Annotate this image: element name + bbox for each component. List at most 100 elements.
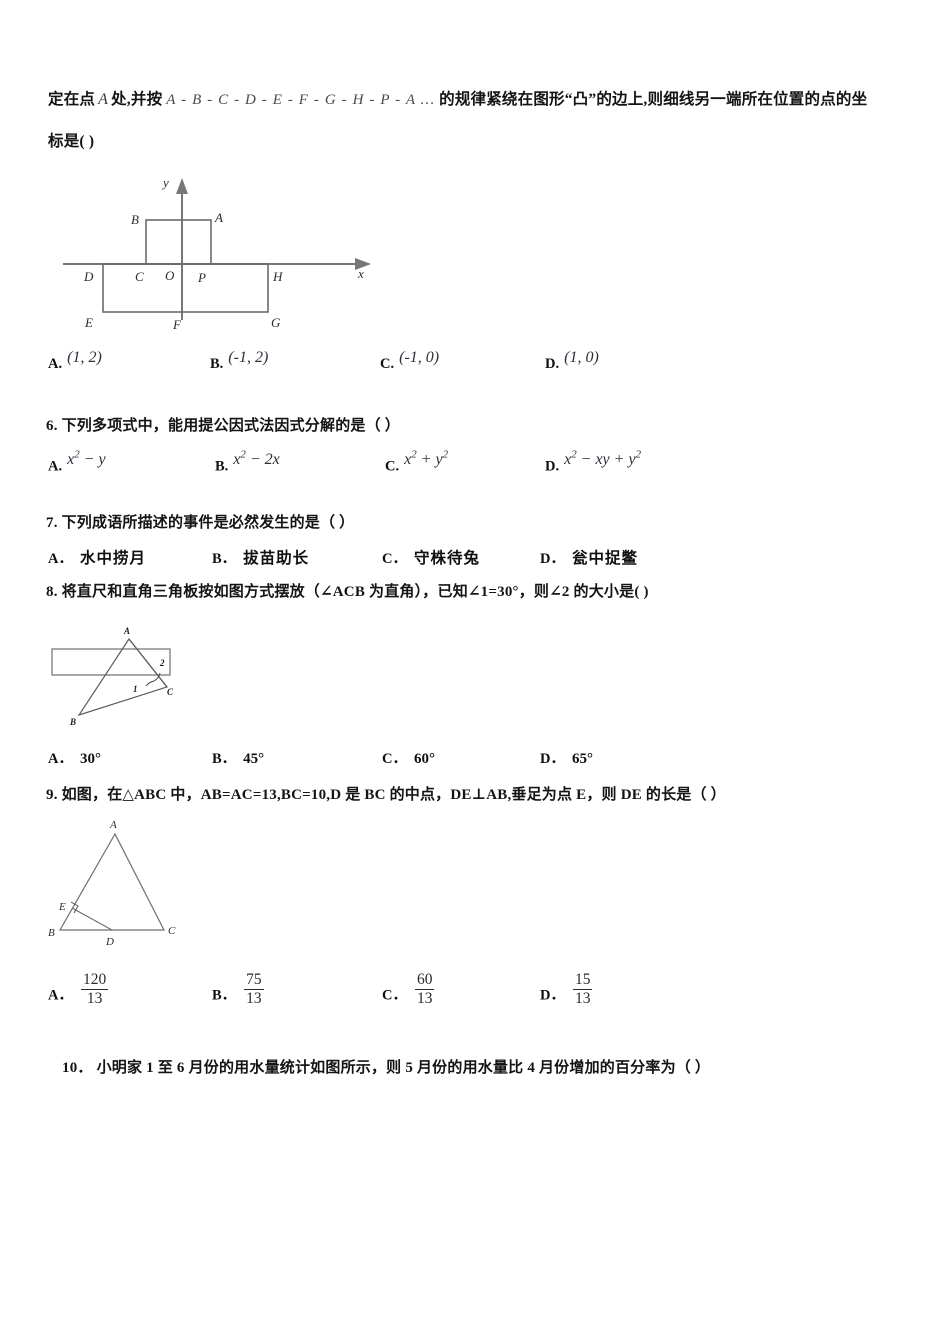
q8-option-d[interactable]: D． 65° bbox=[540, 747, 593, 768]
q8-stem: 8. 将直尺和直角三角板按如图方式摆放（∠ACB 为直角），已知∠1=30°，则… bbox=[46, 581, 649, 604]
q7-option-b[interactable]: B．拔苗助长 bbox=[212, 546, 309, 568]
q9-text: 如图，在△ABC 中，AB=AC=13,BC=10,D 是 BC 的中点，DE⊥… bbox=[61, 787, 726, 803]
q10-text: 小明家 1 至 6 月份的用水量统计如图所示，则 5 月份的用水量比 4 月份增… bbox=[96, 1060, 711, 1076]
q6-options: A.x2 − y B.x2 − 2x C.x2 + y2 D.x2 − xy +… bbox=[0, 449, 950, 489]
q7-option-a-value: 水中捞月 bbox=[79, 550, 146, 567]
q8-option-c-label: C． bbox=[382, 751, 407, 767]
q6-option-a[interactable]: A.x2 − y bbox=[48, 449, 106, 475]
q8-option-b[interactable]: B． 45° bbox=[212, 747, 264, 768]
q5-label-C: C bbox=[135, 269, 144, 284]
fraction-bar-icon bbox=[414, 989, 435, 991]
q5-label-A: A bbox=[214, 210, 223, 225]
q6-option-c-label: C. bbox=[385, 458, 400, 475]
q8-option-a-label: A． bbox=[48, 751, 73, 767]
q6-option-a-value: x2 − y bbox=[67, 449, 106, 469]
q6-stem: 6. 下列多项式中，能用提公因式法因式分解的是（ ） bbox=[46, 415, 400, 438]
q5-option-a-label: A. bbox=[48, 356, 63, 372]
q9-label-D: D bbox=[105, 936, 114, 947]
q5-sequence: A - B - C - D - E - F - G - H - P - A … bbox=[166, 92, 436, 108]
q8-option-a[interactable]: A．30° bbox=[48, 747, 101, 768]
q9-option-c-numerator: 60 bbox=[416, 971, 433, 988]
q9-option-d-denominator: 13 bbox=[574, 990, 591, 1008]
q8-option-b-value: 45° bbox=[243, 751, 265, 767]
q5-option-c-label: C. bbox=[380, 356, 395, 372]
q6-option-a-label: A. bbox=[48, 458, 63, 475]
q9-option-b-label: B． bbox=[212, 987, 237, 1004]
q5-label-P: P bbox=[197, 270, 206, 285]
q7-option-c[interactable]: C．守株待兔 bbox=[382, 546, 480, 568]
fraction-bar-icon bbox=[244, 989, 264, 991]
q5-rule: 的规律紧绕在图形“凸”的边上,则细线另一端所在位置的点的坐 bbox=[439, 91, 868, 108]
q7-option-b-value: 拔苗助长 bbox=[243, 550, 310, 567]
q5-label-E: E bbox=[84, 315, 93, 330]
q8-option-b-label: B． bbox=[212, 751, 237, 767]
q6-option-b-value: x2 − 2x bbox=[233, 449, 280, 469]
q6-option-d-label: D. bbox=[545, 458, 560, 475]
q6-option-b[interactable]: B.x2 − 2x bbox=[215, 449, 280, 475]
q7-options: A． 水中捞月 B．拔苗助长 C．守株待兔 D．瓮中捉鳖 bbox=[0, 546, 950, 580]
q5-axis-y-label: y bbox=[161, 175, 169, 190]
q5-option-d-label: D. bbox=[545, 356, 560, 372]
q6-option-b-label: B. bbox=[215, 458, 229, 475]
q5-option-c-value: (-1, 0) bbox=[399, 349, 440, 366]
q7-number: 7. bbox=[46, 515, 58, 531]
q9-option-c-label: C． bbox=[382, 987, 407, 1004]
q9-label-A: A bbox=[109, 819, 117, 831]
q9-number: 9. bbox=[46, 787, 58, 803]
q6-option-d-value: x2 − xy + y2 bbox=[564, 449, 641, 469]
q8-number: 8. bbox=[46, 584, 58, 600]
q6-text: 下列多项式中，能用提公因式法因式分解的是（ ） bbox=[61, 418, 400, 434]
q8-label-A: A bbox=[123, 626, 130, 636]
q6-option-d[interactable]: D.x2 − xy + y2 bbox=[545, 449, 641, 475]
q5-stem-line2: 标是( ) bbox=[48, 133, 95, 150]
q5-option-a[interactable]: A.(1, 2) bbox=[48, 349, 102, 373]
q9-option-b-numerator: 75 bbox=[246, 971, 262, 988]
q5-option-a-value: (1, 2) bbox=[67, 349, 102, 366]
q8-label-angle1: 1 bbox=[133, 684, 138, 694]
q8-figure-ruler-triangle: A B C 2 1 bbox=[42, 615, 242, 730]
q7-option-a[interactable]: A． 水中捞月 bbox=[48, 546, 146, 568]
q8-option-d-value: 65° bbox=[571, 751, 593, 767]
q5-option-d[interactable]: D.(1, 0) bbox=[545, 349, 599, 373]
q5-option-c[interactable]: C.(-1, 0) bbox=[380, 349, 439, 373]
q7-option-c-value: 守株待兔 bbox=[413, 550, 480, 567]
q8-label-B: B bbox=[69, 717, 76, 727]
q8-text: 将直尺和直角三角板按如图方式摆放（∠ACB 为直角），已知∠1=30°，则∠2 … bbox=[61, 584, 649, 600]
q5-option-b[interactable]: B.(-1, 2) bbox=[210, 349, 268, 373]
q8-option-d-label: D． bbox=[540, 751, 565, 767]
q9-label-E: E bbox=[58, 901, 66, 913]
q7-option-a-label: A． bbox=[48, 551, 73, 567]
q9-option-b-denominator: 13 bbox=[246, 990, 262, 1008]
q6-option-c-value: x2 + y2 bbox=[404, 449, 448, 469]
q5-options: A.(1, 2) B.(-1, 2) C.(-1, 0) D.(1, 0) bbox=[0, 349, 950, 389]
q9-option-a-denominator: 13 bbox=[86, 990, 103, 1008]
q5-label-D: D bbox=[83, 269, 94, 284]
fraction-bar-icon bbox=[572, 989, 593, 991]
q9-option-d-numerator: 15 bbox=[574, 971, 591, 988]
q9-stem: 9. 如图，在△ABC 中，AB=AC=13,BC=10,D 是 BC 的中点，… bbox=[46, 784, 726, 807]
q7-option-d[interactable]: D．瓮中捉鳖 bbox=[540, 546, 638, 568]
q8-option-c-value: 60° bbox=[413, 751, 435, 767]
q5-label-O: O bbox=[165, 268, 175, 283]
q5-label-H: H bbox=[272, 269, 283, 284]
q8-option-c[interactable]: C． 60° bbox=[382, 747, 435, 768]
q7-option-d-label: D． bbox=[540, 551, 565, 567]
q6-option-c[interactable]: C.x2 + y2 bbox=[385, 449, 448, 475]
q9-option-c-denominator: 13 bbox=[416, 990, 433, 1008]
q5-label-B: B bbox=[131, 212, 139, 227]
q7-stem: 7. 下列成语所描述的事件是必然发生的是（ ） bbox=[46, 512, 354, 535]
q5-option-b-label: B. bbox=[210, 356, 224, 372]
q8-label-angle2: 2 bbox=[159, 658, 165, 668]
q5-label-F: F bbox=[172, 317, 182, 332]
q5-option-b-value: (-1, 2) bbox=[228, 349, 269, 366]
q10-stem: 10． 小明家 1 至 6 月份的用水量统计如图所示，则 5 月份的用水量比 4… bbox=[62, 1057, 710, 1080]
q9-label-B: B bbox=[48, 927, 55, 939]
q9-option-a-numerator: 120 bbox=[82, 971, 107, 988]
